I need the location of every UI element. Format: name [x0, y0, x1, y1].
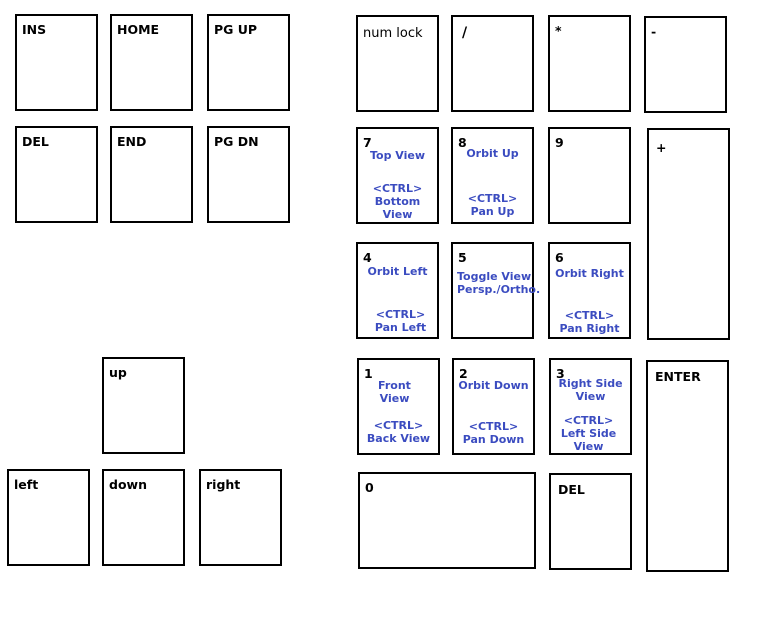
numpad-8-label: 8: [458, 135, 467, 150]
numpad-decimal-key[interactable]: DEL: [549, 473, 632, 570]
ins-key[interactable]: INS: [15, 14, 98, 111]
numpad-5-key[interactable]: 5 Toggle View Persp./Ortho.: [451, 242, 540, 339]
enter-key[interactable]: ENTER: [646, 360, 729, 572]
right-arrow-key[interactable]: right: [199, 469, 282, 566]
left-side-view-hint: <CTRL> Left Side View: [560, 414, 617, 453]
numpad-9-label: 9: [555, 135, 564, 150]
orbit-down-hint: Orbit Down: [458, 379, 529, 392]
numpad-7-label: 7: [363, 135, 372, 150]
numpad-2-key[interactable]: 2 Orbit Down <CTRL> Pan Down: [452, 358, 535, 455]
pan-up-hint: <CTRL> Pan Up: [467, 192, 518, 218]
enter-key-label: ENTER: [655, 369, 701, 384]
plus-key-label: +: [656, 140, 667, 155]
numpad-3-label: 3: [556, 366, 565, 381]
numpad-0-label: 0: [365, 480, 374, 495]
numpad-6-label: 6: [555, 250, 564, 265]
up-arrow-key-label: up: [109, 365, 127, 380]
orbit-right-hint: Orbit Right: [555, 267, 624, 280]
left-arrow-key-label: left: [14, 477, 39, 492]
numpad-2-label: 2: [459, 366, 468, 381]
left-arrow-key[interactable]: left: [7, 469, 90, 566]
numpad-8-key[interactable]: 8 Orbit Up <CTRL> Pan Up: [451, 127, 534, 224]
multiply-key[interactable]: *: [548, 15, 631, 112]
numpad-4-label: 4: [363, 250, 372, 265]
numpad-decimal-label: DEL: [558, 482, 585, 497]
plus-key[interactable]: +: [647, 128, 730, 340]
end-key-label: END: [117, 134, 147, 149]
num-lock-key-label: num lock: [363, 26, 423, 41]
pan-left-hint: <CTRL> Pan Left: [374, 308, 427, 334]
page-up-key[interactable]: PG UP: [207, 14, 290, 111]
orbit-up-hint: Orbit Up: [466, 147, 519, 160]
numpad-4-key[interactable]: 4 Orbit Left <CTRL> Pan Left: [356, 242, 439, 339]
numpad-7-key[interactable]: 7 Top View <CTRL> Bottom View: [356, 127, 439, 224]
divide-key[interactable]: /: [451, 15, 534, 112]
down-arrow-key-label: down: [109, 477, 147, 492]
pan-right-hint: <CTRL> Pan Right: [559, 309, 620, 335]
numpad-1-key[interactable]: 1 Front View <CTRL> Back View: [357, 358, 440, 455]
toggle-view-hint: Toggle View Persp./Ortho.: [457, 270, 541, 296]
top-view-hint: Top View: [369, 149, 426, 162]
ins-key-label: INS: [22, 22, 47, 37]
divide-key-label: /: [462, 25, 468, 41]
right-side-view-hint: Right Side View: [558, 377, 623, 403]
numpad-0-key[interactable]: 0: [358, 472, 536, 569]
minus-key-label: -: [651, 24, 657, 39]
numpad-9-key[interactable]: 9: [548, 127, 631, 224]
right-arrow-key-label: right: [206, 477, 241, 492]
back-view-hint: <CTRL> Back View: [366, 419, 431, 445]
pan-down-hint: <CTRL> Pan Down: [462, 420, 525, 446]
num-lock-key[interactable]: num lock: [356, 15, 439, 112]
front-view-hint: Front View: [378, 379, 411, 405]
page-down-key-label: PG DN: [214, 134, 259, 149]
up-arrow-key[interactable]: up: [102, 357, 185, 454]
end-key[interactable]: END: [110, 126, 193, 223]
delete-key-label: DEL: [22, 134, 49, 149]
orbit-left-hint: Orbit Left: [367, 265, 428, 278]
numpad-3-key[interactable]: 3 Right Side View <CTRL> Left Side View: [549, 358, 632, 455]
down-arrow-key[interactable]: down: [102, 469, 185, 566]
minus-key[interactable]: -: [644, 16, 727, 113]
multiply-key-label: *: [555, 23, 562, 38]
numpad-5-label: 5: [458, 250, 467, 265]
delete-key[interactable]: DEL: [15, 126, 98, 223]
home-key-label: HOME: [117, 22, 160, 37]
numpad-1-label: 1: [364, 366, 373, 381]
page-up-key-label: PG UP: [214, 22, 258, 37]
home-key[interactable]: HOME: [110, 14, 193, 111]
numpad-6-key[interactable]: 6 Orbit Right <CTRL> Pan Right: [548, 242, 631, 339]
page-down-key[interactable]: PG DN: [207, 126, 290, 223]
bottom-view-hint: <CTRL> Bottom View: [372, 182, 423, 221]
